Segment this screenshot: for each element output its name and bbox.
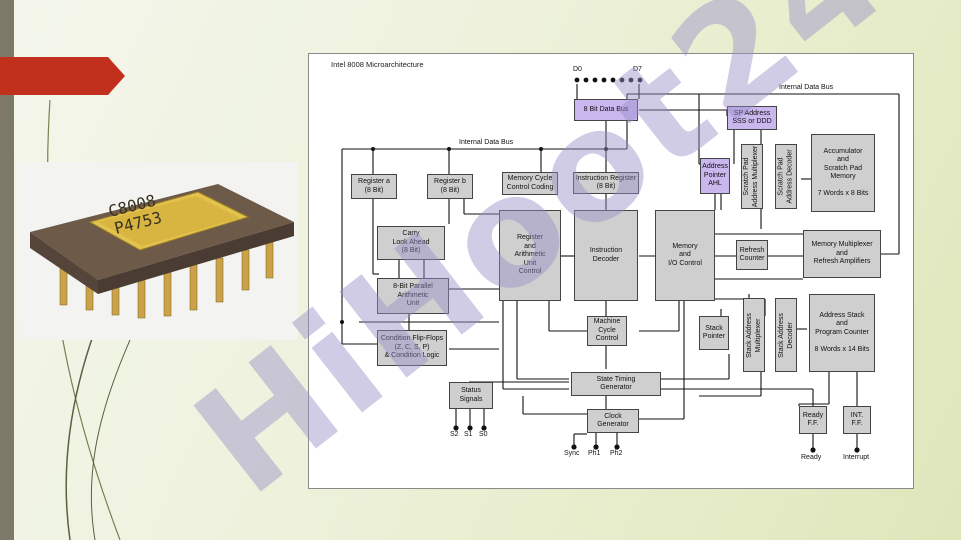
block-clock-generator: Clock Generator xyxy=(587,409,639,433)
block-sp-address: SP Address SSS or DDD xyxy=(727,106,777,130)
block-scratch-pad-decoder: Scratch Pad Address Decoder xyxy=(775,144,797,209)
block-accumulator-memory: Accumulator and Scratch Pad Memory 7 Wor… xyxy=(811,134,875,212)
block-scratch-pad-multiplexer: Scratch Pad Address Multiplexer xyxy=(741,144,763,209)
block-stack-address-decoder-label: Stack Address Decoder xyxy=(777,312,794,358)
block-address-pointer: Address Pointer AHL xyxy=(700,158,730,194)
chip-photo: C8008 P4753 xyxy=(18,162,298,340)
pin-label-ready: Ready xyxy=(801,454,822,461)
internal-bus-label-right: Internal Data Bus xyxy=(779,84,834,91)
block-memory-multiplexer: Memory Multiplexer and Refresh Amplifier… xyxy=(803,230,881,278)
block-instruction-register: Instruction Register (8 Bit) xyxy=(573,172,639,194)
slide-left-bar xyxy=(0,0,14,540)
pin-label-ph1: Ph1 xyxy=(588,450,601,457)
block-data-bus: 8 Bit Data Bus xyxy=(574,99,638,121)
block-refresh-counter: Refresh Counter xyxy=(736,240,768,270)
block-parallel-alu: 8-Bit Parallel Arithmetic Unit xyxy=(377,278,449,314)
pin-label-s0: S0 xyxy=(479,431,488,438)
diagram-wiring xyxy=(340,77,900,453)
block-register-alu-control: Register and Arithmetic Unit Control xyxy=(499,210,561,301)
block-int-flipflop: INT. F.F. xyxy=(843,406,871,434)
block-scratch-pad-decoder-label: Scratch Pad Address Decoder xyxy=(777,149,794,204)
microarchitecture-diagram: Intel 8008 Microarchitecture D0 D7 Inter… xyxy=(308,53,914,489)
block-memory-io-control: Memory and I/O Control xyxy=(655,210,715,301)
block-stack-address-decoder: Stack Address Decoder xyxy=(775,298,797,372)
block-status-signals: Status Signals xyxy=(449,382,493,409)
block-register-b: Register b (8 Bit) xyxy=(427,174,473,199)
block-machine-cycle-control: Machine Cycle Control xyxy=(587,316,627,346)
pin-label-s1: S1 xyxy=(464,431,473,438)
pin-label-interrupt: Interrupt xyxy=(843,454,870,461)
block-state-timing-generator: State Timing Generator xyxy=(571,372,661,396)
pin-label-s2: S2 xyxy=(450,431,459,438)
block-register-a: Register a (8 Bit) xyxy=(351,174,397,199)
bus-label-d7: D7 xyxy=(633,66,642,73)
internal-bus-label-left: Internal Data Bus xyxy=(459,139,514,146)
block-scratch-pad-multiplexer-label: Scratch Pad Address Multiplexer xyxy=(743,145,760,208)
pin-label-sync: Sync xyxy=(564,450,580,457)
bus-label-d0: D0 xyxy=(573,66,582,73)
block-stack-address-multiplexer: Stack Address Multiplexer xyxy=(743,298,765,372)
block-ready-flipflop: Ready F.F. xyxy=(799,406,827,434)
block-instruction-decoder: Instruction Decoder xyxy=(574,210,638,301)
diagram-title: Intel 8008 Microarchitecture xyxy=(331,60,424,69)
chip-illustration: C8008 P4753 xyxy=(30,184,294,319)
block-memory-cycle-coding: Memory Cycle Control Coding xyxy=(502,172,558,195)
block-condition-flipflops: Condition Flip-Flops (Z, C, S, P) & Cond… xyxy=(377,330,447,366)
block-stack-pointer: Stack Pointer xyxy=(699,316,729,350)
slide-accent-arrow xyxy=(0,57,125,95)
block-address-stack: Address Stack and Program Counter 8 Word… xyxy=(809,294,875,372)
pin-label-ph2: Ph2 xyxy=(610,450,623,457)
block-carry-lookahead: Carry Look Ahead (8 Bit) xyxy=(377,226,445,260)
block-stack-address-multiplexer-label: Stack Address Multiplexer xyxy=(745,312,762,358)
